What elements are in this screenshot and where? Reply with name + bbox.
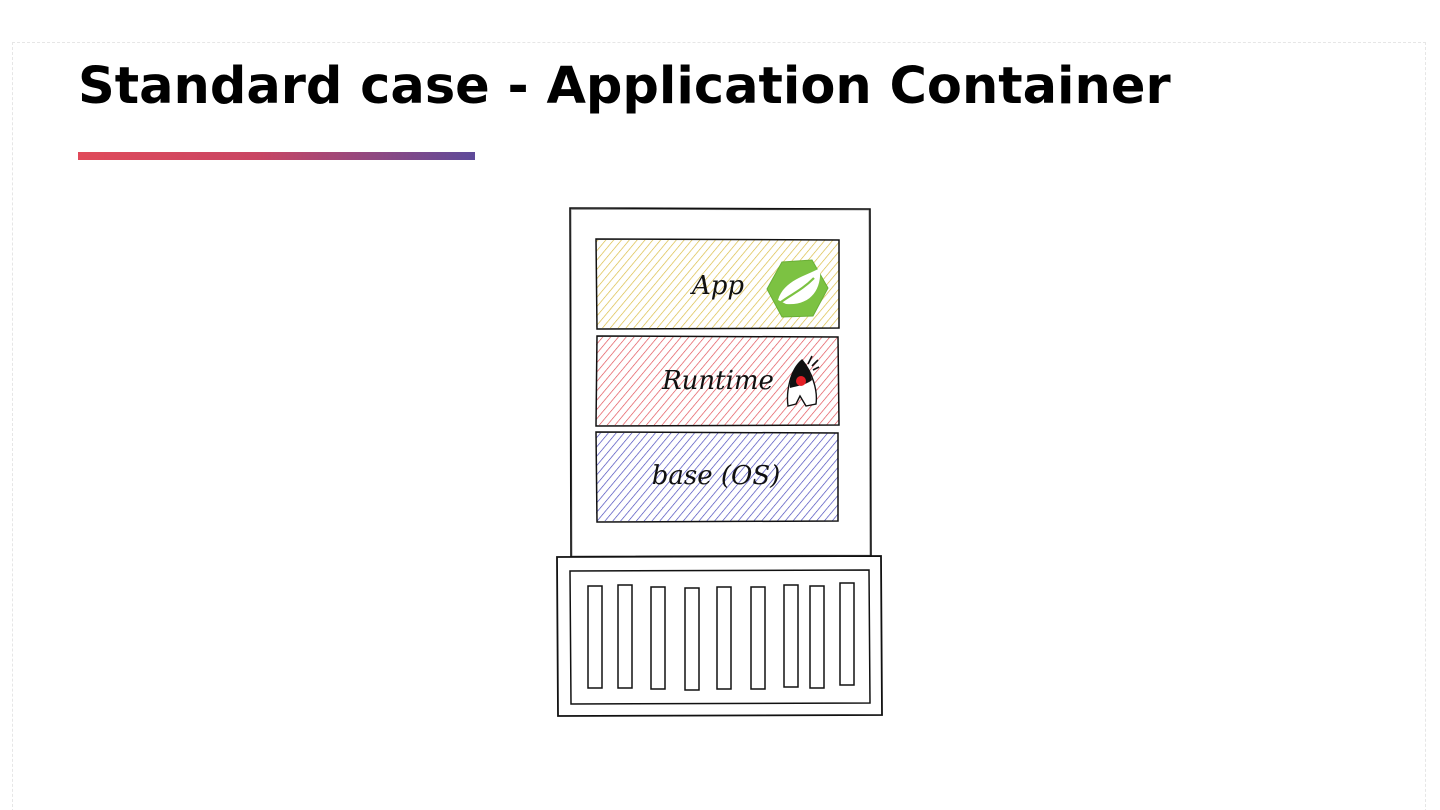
title-underline: [78, 152, 475, 160]
spring-leaf-icon: [766, 259, 829, 318]
layer-app: App: [595, 238, 840, 330]
layer-base-os: base (OS): [595, 431, 839, 523]
shipping-container-icon: [556, 555, 883, 717]
layer-label-app: App: [690, 271, 744, 301]
slide-title: Standard case - Application Container: [78, 57, 1171, 116]
layer-runtime: Runtime: [595, 335, 840, 427]
container-diagram: App Runtime base (OS): [556, 207, 883, 717]
slide-frame: [12, 42, 1426, 810]
layer-label-base-os: base (OS): [652, 461, 781, 491]
layer-label-runtime: Runtime: [661, 366, 774, 396]
java-duke-icon: [786, 355, 820, 407]
